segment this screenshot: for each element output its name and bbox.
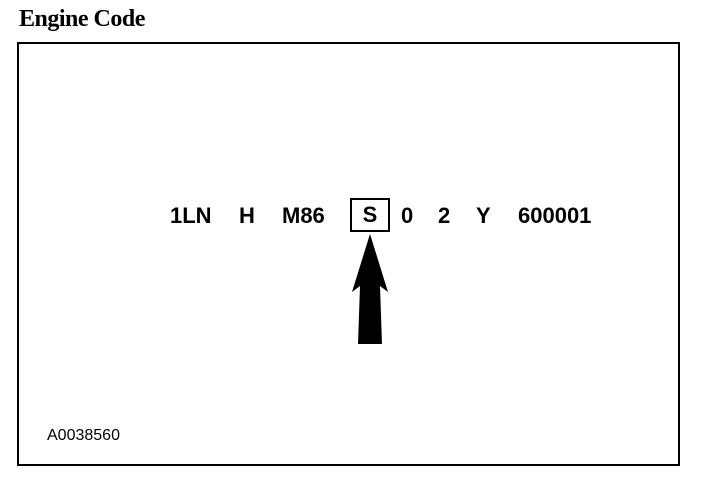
code-segment: 2 [438, 203, 451, 228]
figure-id: A0038560 [47, 427, 120, 444]
page-title: Engine Code [19, 6, 145, 32]
highlighted-code-segment: S [350, 198, 390, 232]
arrow-up-icon [352, 234, 388, 344]
code-segment: 600001 [518, 203, 592, 228]
code-segment: M86 [282, 203, 325, 228]
engine-code-row: 1LN H M86 S 0 2 Y 600001 [0, 198, 704, 232]
code-segment: 1LN [170, 203, 212, 228]
code-segment: H [239, 203, 255, 228]
diagram-frame [17, 42, 680, 466]
code-segment: Y [476, 203, 491, 228]
code-segment: 0 [401, 203, 414, 228]
